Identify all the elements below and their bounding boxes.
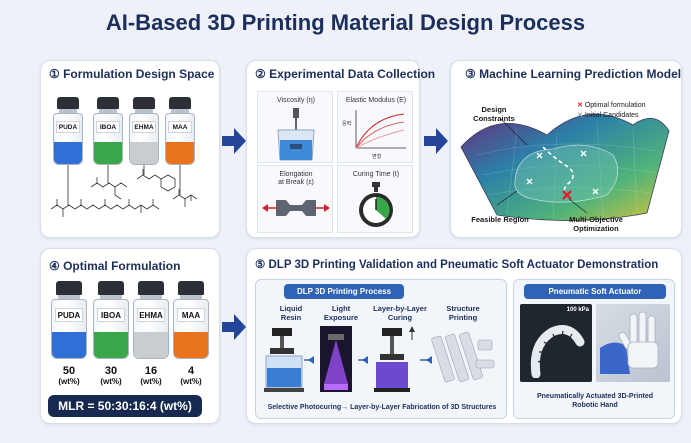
pressure-label: 100 kPa bbox=[566, 307, 589, 313]
panel-title: ③ Machine Learning Prediction Model bbox=[465, 67, 682, 81]
page-title: AI-Based 3D Printing Material Design Pro… bbox=[105, 10, 586, 35]
cell-label: Elongation bbox=[279, 171, 313, 178]
panel-title: ② Experimental Data Collection bbox=[255, 67, 436, 81]
step-structure-printing: Structure Printing bbox=[446, 304, 480, 322]
resin-liquid bbox=[166, 142, 194, 164]
x-axis-label: 변형 bbox=[372, 154, 382, 160]
viscometer-icon bbox=[277, 108, 315, 161]
chemical-structures-diagram bbox=[50, 165, 198, 217]
legend-item-optimal: ✕ Optimal formulation bbox=[577, 102, 646, 109]
cell-label: at Break (ε) bbox=[278, 179, 314, 186]
resin-liquid bbox=[94, 332, 128, 358]
pneumatic-actuator-box: Pneumatic Soft Actuator 100 kPa Pne bbox=[513, 279, 675, 419]
amount-iboa: 30(wt%) bbox=[100, 365, 122, 386]
panel-title: ④ Optimal Formulation bbox=[49, 259, 181, 273]
step-layer-curing: Layer-by-Layer Curing bbox=[373, 304, 427, 322]
tensile-specimen-icon bbox=[262, 200, 330, 216]
arrow-right-icon bbox=[424, 128, 448, 154]
panel-optimal-formulation: ④ Optimal Formulation PUDA IBOA EHMA MAA… bbox=[40, 248, 220, 424]
stopwatch-icon bbox=[359, 182, 393, 227]
panel-dlp-validation: ⑤ DLP 3D Printing Validation and Pneumat… bbox=[246, 248, 682, 424]
cell-elongation: Elongation at Break (ε) bbox=[257, 165, 333, 233]
vial-label: PUDA bbox=[55, 308, 83, 322]
resin-liquid bbox=[134, 332, 168, 358]
step-light-exposure: Light Exposure bbox=[323, 304, 359, 322]
dlp-process-illustration bbox=[264, 326, 495, 392]
design-constraints-label: Design Constraints bbox=[473, 105, 515, 123]
step-liquid-resin: Liquid Resin bbox=[279, 304, 303, 322]
resin-liquid bbox=[130, 142, 158, 164]
resin-liquid bbox=[54, 142, 82, 164]
optimization-landscape-diagram bbox=[460, 113, 670, 221]
pneumatic-actuator-header: Pneumatic Soft Actuator bbox=[524, 284, 666, 299]
panel-title: ① Formulation Design Space bbox=[49, 67, 215, 81]
cell-elastic-modulus: Elastic Modulus (E) 응력 변형 bbox=[337, 91, 413, 163]
vial-label: IBOA bbox=[96, 121, 120, 133]
cell-label: Viscosity (η) bbox=[277, 97, 315, 104]
robotic-hand-photo bbox=[596, 304, 670, 382]
cell-curing-time: Curing Time (t) bbox=[337, 165, 413, 233]
amount-puda: 50(wt%) bbox=[58, 365, 80, 386]
dlp-process-box: DLP 3D Printing Process Liquid Resin Lig… bbox=[255, 279, 507, 419]
panel-experimental-data: ② Experimental Data Collection Viscosity… bbox=[246, 60, 435, 238]
resin-liquid bbox=[174, 332, 208, 358]
legend-item-initial: ✕ Initial Candidates bbox=[577, 112, 639, 119]
robotic-hand-icon bbox=[600, 311, 659, 374]
vial-label: EHMA bbox=[137, 308, 165, 322]
panel-ml-prediction-model: ③ Machine Learning Prediction Model bbox=[450, 60, 682, 238]
amount-maa: 4(wt%) bbox=[180, 365, 202, 386]
candidate-marker-icon: ✕ bbox=[577, 112, 583, 119]
vial-label: PUDA bbox=[56, 121, 80, 133]
arrow-right-icon bbox=[222, 314, 246, 340]
resin-liquid bbox=[94, 142, 122, 164]
multi-objective-label: Multi-Objective Optimization bbox=[569, 215, 623, 233]
mlr-ratio-badge: MLR = 50:30:16:4 (wt%) bbox=[48, 395, 202, 417]
actuator-photo: 100 kPa bbox=[520, 304, 592, 382]
optimal-marker-icon: ✕ bbox=[577, 102, 583, 109]
arrow-right-icon bbox=[222, 128, 246, 154]
cell-label: Curing Time (t) bbox=[352, 171, 400, 178]
legend: ✕ Optimal formulation ✕ Initial Candidat… bbox=[577, 101, 646, 121]
soft-gripper-icon bbox=[530, 325, 585, 378]
vial-label: MAA bbox=[177, 308, 205, 322]
vial-label: MAA bbox=[168, 121, 192, 133]
panel-title: ⑤ DLP 3D Printing Validation and Pneumat… bbox=[255, 259, 659, 271]
panel-formulation-design-space: ① Formulation Design Space PUDA IBOA EHM… bbox=[40, 60, 220, 238]
dlp-process-header: DLP 3D Printing Process bbox=[284, 284, 404, 299]
vial-label: EHMA bbox=[132, 121, 156, 133]
cell-viscosity: Viscosity (η) bbox=[257, 91, 333, 163]
cell-label: Elastic Modulus (E) bbox=[345, 97, 407, 104]
amount-ehma: 16(wt%) bbox=[140, 365, 162, 386]
actuator-caption: Pneumatically Actuated 3D-Printed Roboti… bbox=[536, 393, 654, 409]
dlp-caption: Selective Photocuring→ Layer-by-Layer Fa… bbox=[267, 404, 497, 411]
vial-label: IBOA bbox=[97, 308, 125, 322]
feasible-region-label: Feasible Region bbox=[471, 215, 529, 224]
stress-strain-chart-icon bbox=[355, 110, 406, 149]
resin-liquid bbox=[52, 332, 86, 358]
y-axis-label: 응력 bbox=[342, 121, 352, 127]
